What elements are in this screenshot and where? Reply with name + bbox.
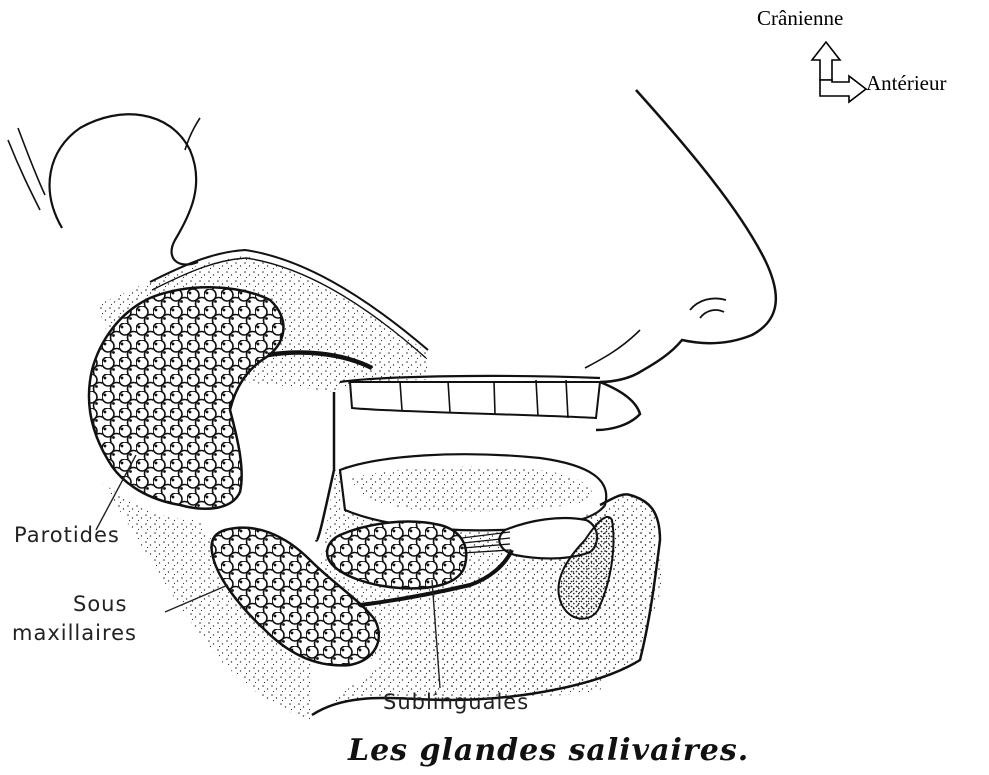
nostril [690,298,726,318]
label-parotides: Parotides [14,523,120,547]
orientation-right-label: Antérieur [866,71,946,96]
arrow-right-icon [820,76,866,102]
parotid-gland [89,287,283,508]
tongue-underside-fill [352,467,592,512]
upper-teeth [350,382,600,418]
ear-outline [50,114,198,264]
orientation-up-label: Crânienne [757,6,843,31]
cheek-line [585,330,640,368]
label-sublinguales: Sublinguales [383,690,529,714]
face-profile [596,90,776,430]
figure-caption: Les glandes salivaires. [348,733,749,768]
orientation-arrows [812,42,866,102]
hair-lines [8,118,200,210]
label-maxillaires: maxillaires [12,621,137,645]
arrow-up-icon [812,42,840,80]
label-sous: Sous [73,592,127,616]
